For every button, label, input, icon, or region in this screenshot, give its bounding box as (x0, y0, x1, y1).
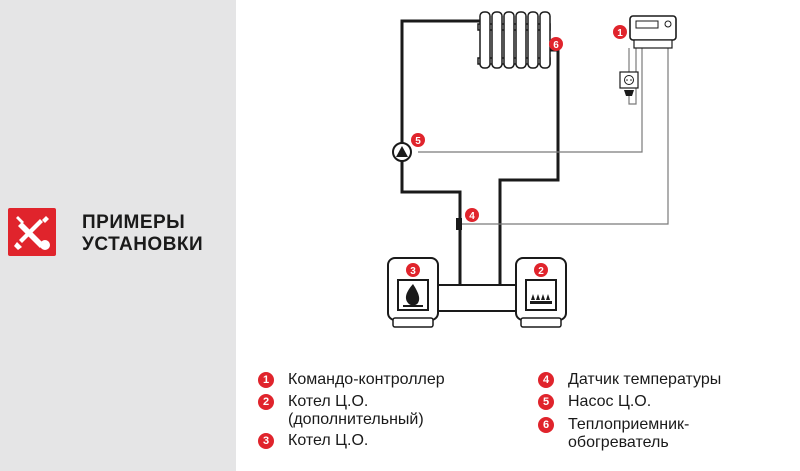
controller-icon (629, 15, 677, 49)
legend-label: Датчик температуры (568, 371, 722, 388)
socket-icon (619, 71, 639, 96)
legend-badge: 5 (538, 394, 554, 410)
diagram-marker-3: 3 (406, 263, 420, 277)
legend-label: Насос Ц.О. (568, 393, 652, 410)
legend-label: Котел Ц.О. (дополнительный) (288, 393, 424, 428)
section-title-line1: ПРИМЕРЫ (82, 212, 186, 233)
legend-badge: 2 (258, 394, 274, 410)
section-title-line2: УСТАНОВКИ (82, 234, 204, 255)
svg-text:4: 4 (469, 211, 475, 222)
diagram-marker-1: 1 (613, 25, 627, 39)
legend-item: 3 Котел Ц.О. (258, 432, 368, 450)
legend-item: 4 Датчик температуры (538, 371, 721, 389)
svg-text:2: 2 (538, 266, 544, 277)
legend-item: 2 Котел Ц.О. (дополнительный) (258, 393, 424, 429)
legend-item: 5 Насос Ц.О. (538, 393, 651, 411)
tools-icon (8, 208, 56, 256)
sensor-icon (456, 218, 462, 230)
pump-icon (392, 142, 412, 162)
svg-text:6: 6 (553, 40, 559, 51)
diagram-marker-2: 2 (534, 263, 548, 277)
boiler-connection-pipes (424, 284, 521, 312)
legend-label: Теплоприемник- обогреватель (568, 416, 690, 451)
diagram-marker-4: 4 (465, 208, 479, 222)
legend-badge: 3 (258, 433, 274, 449)
boiler-flame-icon (387, 257, 439, 328)
diagram-marker-5: 5 (411, 133, 425, 147)
legend-badge: 4 (538, 372, 554, 388)
legend-badge: 1 (258, 372, 274, 388)
legend-item: 6 Теплоприемник- обогреватель (538, 416, 689, 452)
boiler-burner-icon (515, 257, 567, 328)
radiator-icon (477, 11, 551, 69)
legend-item: 1 Командо-контроллер (258, 371, 445, 389)
legend-label: Командо-контроллер (288, 371, 445, 388)
diagram-marker-6: 6 (549, 37, 563, 51)
legend-label: Котел Ц.О. (288, 432, 369, 449)
svg-text:3: 3 (410, 266, 416, 277)
left-panel: ПРИМЕРЫ УСТАНОВКИ (0, 0, 236, 471)
svg-text:1: 1 (617, 28, 623, 39)
legend-badge: 6 (538, 417, 554, 433)
svg-text:5: 5 (415, 136, 421, 147)
section-title: ПРИМЕРЫ УСТАНОВКИ (82, 212, 203, 256)
